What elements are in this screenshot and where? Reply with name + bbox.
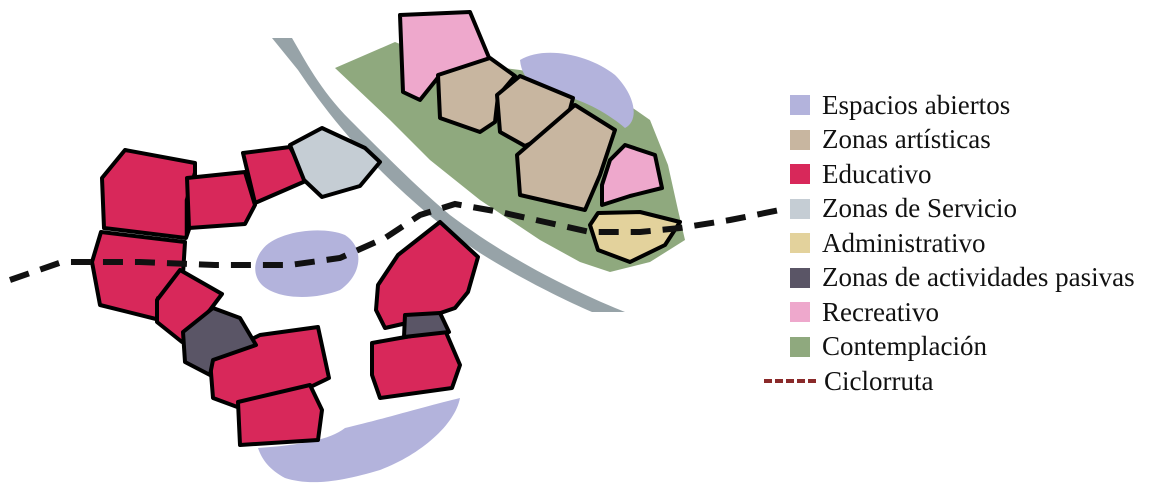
legend-swatch <box>790 233 810 254</box>
legend-swatch <box>790 164 810 185</box>
open-space-top <box>520 52 634 128</box>
legend-swatch <box>790 267 810 288</box>
educational-buildings <box>90 145 480 447</box>
legend-item: Educativo <box>790 157 1170 192</box>
legend-item: Administrativo <box>790 226 1170 261</box>
open-space-bottom <box>258 398 460 483</box>
legend-item: Zonas de actividades pasivas <box>790 261 1170 296</box>
legend-swatch <box>790 302 810 323</box>
legend-label: Recreativo <box>822 296 939 327</box>
legend-swatch <box>790 336 810 357</box>
legend-label: Administrativo <box>822 227 986 258</box>
legend-swatch <box>790 95 810 116</box>
legend-swatch <box>790 198 810 219</box>
legend-label: Ciclorruta <box>824 365 934 396</box>
passive-zone-left <box>181 306 258 377</box>
service-zone <box>288 126 382 199</box>
legend-label: Zonas artísticas <box>822 124 991 155</box>
legend-label: Contemplación <box>822 331 987 362</box>
legend-label: Espacios abiertos <box>822 89 1011 120</box>
legend-swatch <box>790 129 810 150</box>
bike-path <box>9 200 781 283</box>
recreational-right <box>600 143 664 207</box>
legend-item: Zonas artísticas <box>790 123 1170 158</box>
legend-dashed-line-icon <box>764 371 816 391</box>
road <box>272 38 625 312</box>
legend-item: Espacios abiertos <box>790 88 1170 123</box>
legend-item: Contemplación <box>790 330 1170 365</box>
legend-label: Zonas de Servicio <box>822 193 1017 224</box>
legend-item: Zonas de Servicio <box>790 192 1170 227</box>
passive-zone-right <box>402 311 451 339</box>
legend-item: Ciclorruta <box>764 364 1170 399</box>
administrative-building <box>588 210 682 264</box>
legend-item: Recreativo <box>790 295 1170 330</box>
legend-label: Educativo <box>822 158 932 189</box>
legend-label: Zonas de actividades pasivas <box>822 262 1135 293</box>
artistic-buildings <box>436 56 617 212</box>
